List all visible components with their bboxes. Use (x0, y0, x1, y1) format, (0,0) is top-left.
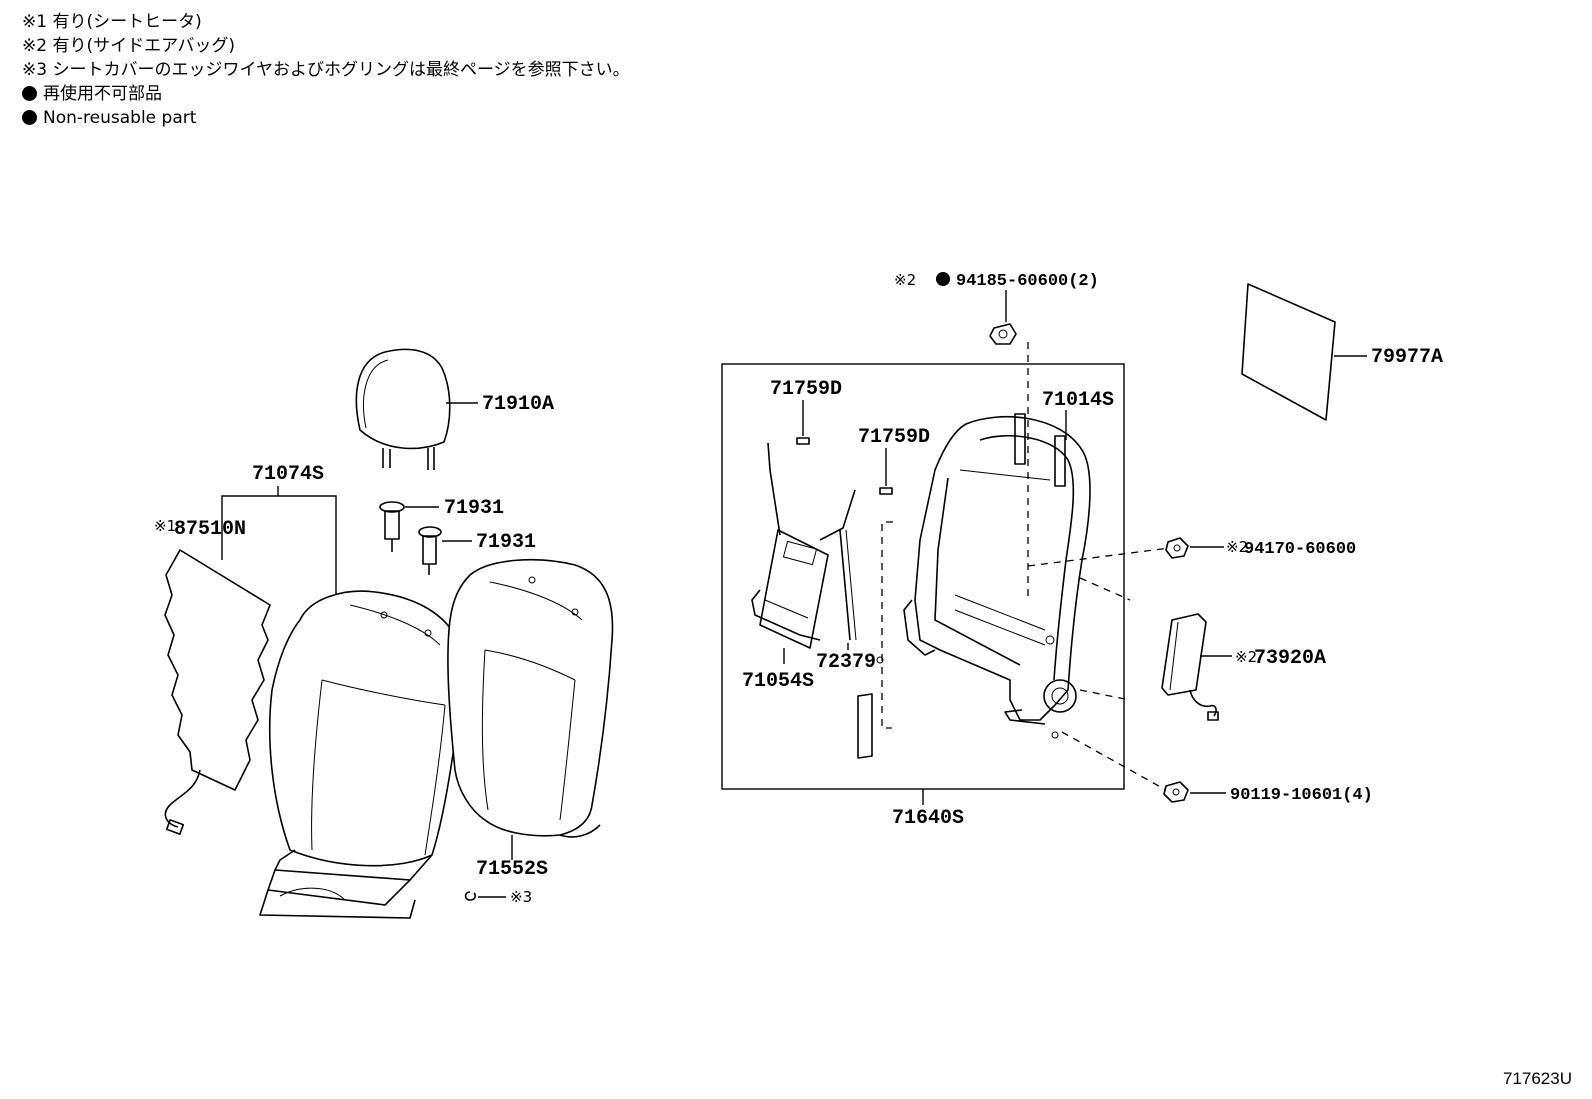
wire-part (839, 529, 857, 641)
part-label-94185-60600: 94185-60600(2) (956, 272, 1099, 291)
lumbar-support-part (751, 442, 856, 649)
nut-part (989, 323, 1017, 345)
headrest-part (355, 348, 451, 470)
nut-part (1165, 537, 1189, 559)
part-label-71640S: 71640S (892, 807, 964, 830)
seat-heater-part (164, 549, 271, 835)
notes-legend: ※1 有り(シートヒータ) ※2 有り(サイドエアバッグ) ※3 シートカバーの… (22, 10, 630, 130)
part-label-71931: 71931 (476, 531, 536, 554)
part-label-79977A: 79977A (1371, 346, 1443, 369)
note-mark-2: ※2 (1226, 538, 1248, 556)
note-non-reusable-jp: 再使用不可部品 (22, 82, 630, 106)
part-label-71014S: 71014S (1042, 389, 1114, 412)
note-mark-2: ※2 (894, 271, 916, 289)
side-airbag-part (1161, 613, 1219, 721)
part-label-73920A: 73920A (1254, 647, 1326, 670)
diagram-code: 717623U (1502, 1069, 1572, 1088)
non-reusable-dot-icon (936, 272, 950, 286)
note-mark-3: ※3 (510, 888, 532, 906)
note-text: 有り(シートヒータ) (52, 12, 202, 32)
note-1: ※1 有り(シートヒータ) (22, 10, 630, 34)
part-label-71074S: 71074S (252, 463, 324, 486)
seat-back-frame-part (903, 413, 1091, 739)
bolt-part (1163, 781, 1189, 803)
note-text: Non-reusable part (43, 108, 197, 128)
note-mark-1: ※1 (154, 517, 176, 535)
non-reusable-dot-icon (22, 86, 37, 101)
note-mark-2: ※2 (1235, 648, 1257, 666)
seat-back-cover-part (447, 558, 614, 838)
protector-pad-part (1241, 283, 1336, 421)
part-label-87510N: 87510N (174, 518, 246, 541)
part-label-71931: 71931 (444, 497, 504, 520)
note-non-reusable-en: Non-reusable part (22, 106, 630, 130)
part-label-71759D: 71759D (858, 426, 930, 449)
non-reusable-dot-icon (22, 110, 37, 125)
leader-bracket (221, 495, 337, 610)
hog-ring-icon (464, 891, 476, 901)
clip-part (876, 656, 884, 664)
clip-part (796, 437, 810, 445)
note-mark: ※3 (22, 60, 48, 80)
note-mark: ※2 (22, 36, 48, 56)
part-label-71054S: 71054S (742, 670, 814, 693)
dashed-line (1079, 689, 1131, 701)
dashed-line (1027, 547, 1171, 567)
note-3: ※3 シートカバーのエッジワイヤおよびホグリングは最終ページを参照下さい。 (22, 58, 630, 82)
note-text: シートカバーのエッジワイヤおよびホグリングは最終ページを参照下さい。 (52, 60, 630, 80)
dashed-line (1079, 577, 1131, 601)
plate-part (857, 693, 873, 759)
headrest-support-part (379, 501, 442, 575)
part-label-90119-10601: 90119-10601(4) (1230, 786, 1373, 805)
part-label-94170-60600: 94170-60600 (1244, 540, 1356, 559)
dashed-line (881, 521, 893, 729)
note-text: 再使用不可部品 (43, 84, 162, 104)
part-label-71910A: 71910A (482, 393, 554, 416)
seat-back-assembly (259, 590, 464, 919)
part-label-72379: 72379 (816, 651, 876, 674)
dashed-line (1061, 731, 1167, 791)
note-text: 有り(サイドエアバッグ) (52, 36, 236, 56)
clip-part (879, 487, 893, 495)
part-label-71552S: 71552S (476, 858, 548, 881)
note-2: ※2 有り(サイドエアバッグ) (22, 34, 630, 58)
part-label-71759D: 71759D (770, 378, 842, 401)
note-mark: ※1 (22, 12, 48, 32)
